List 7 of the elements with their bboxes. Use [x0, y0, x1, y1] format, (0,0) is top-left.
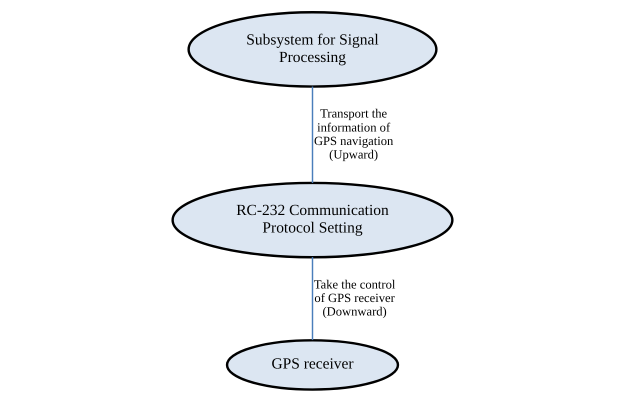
node-ellipse: RC-232 Communication Protocol Setting [171, 182, 454, 258]
edge-label: Take the control of GPS receiver (Downward) [314, 277, 396, 319]
node-ellipse: Subsystem for Signal Processing [187, 11, 438, 88]
node-ellipse: GPS receiver [226, 339, 400, 391]
connector [312, 86, 314, 183]
connector [312, 257, 314, 340]
edge-label: Transport the information of GPS navigation (Upward) [314, 106, 394, 162]
